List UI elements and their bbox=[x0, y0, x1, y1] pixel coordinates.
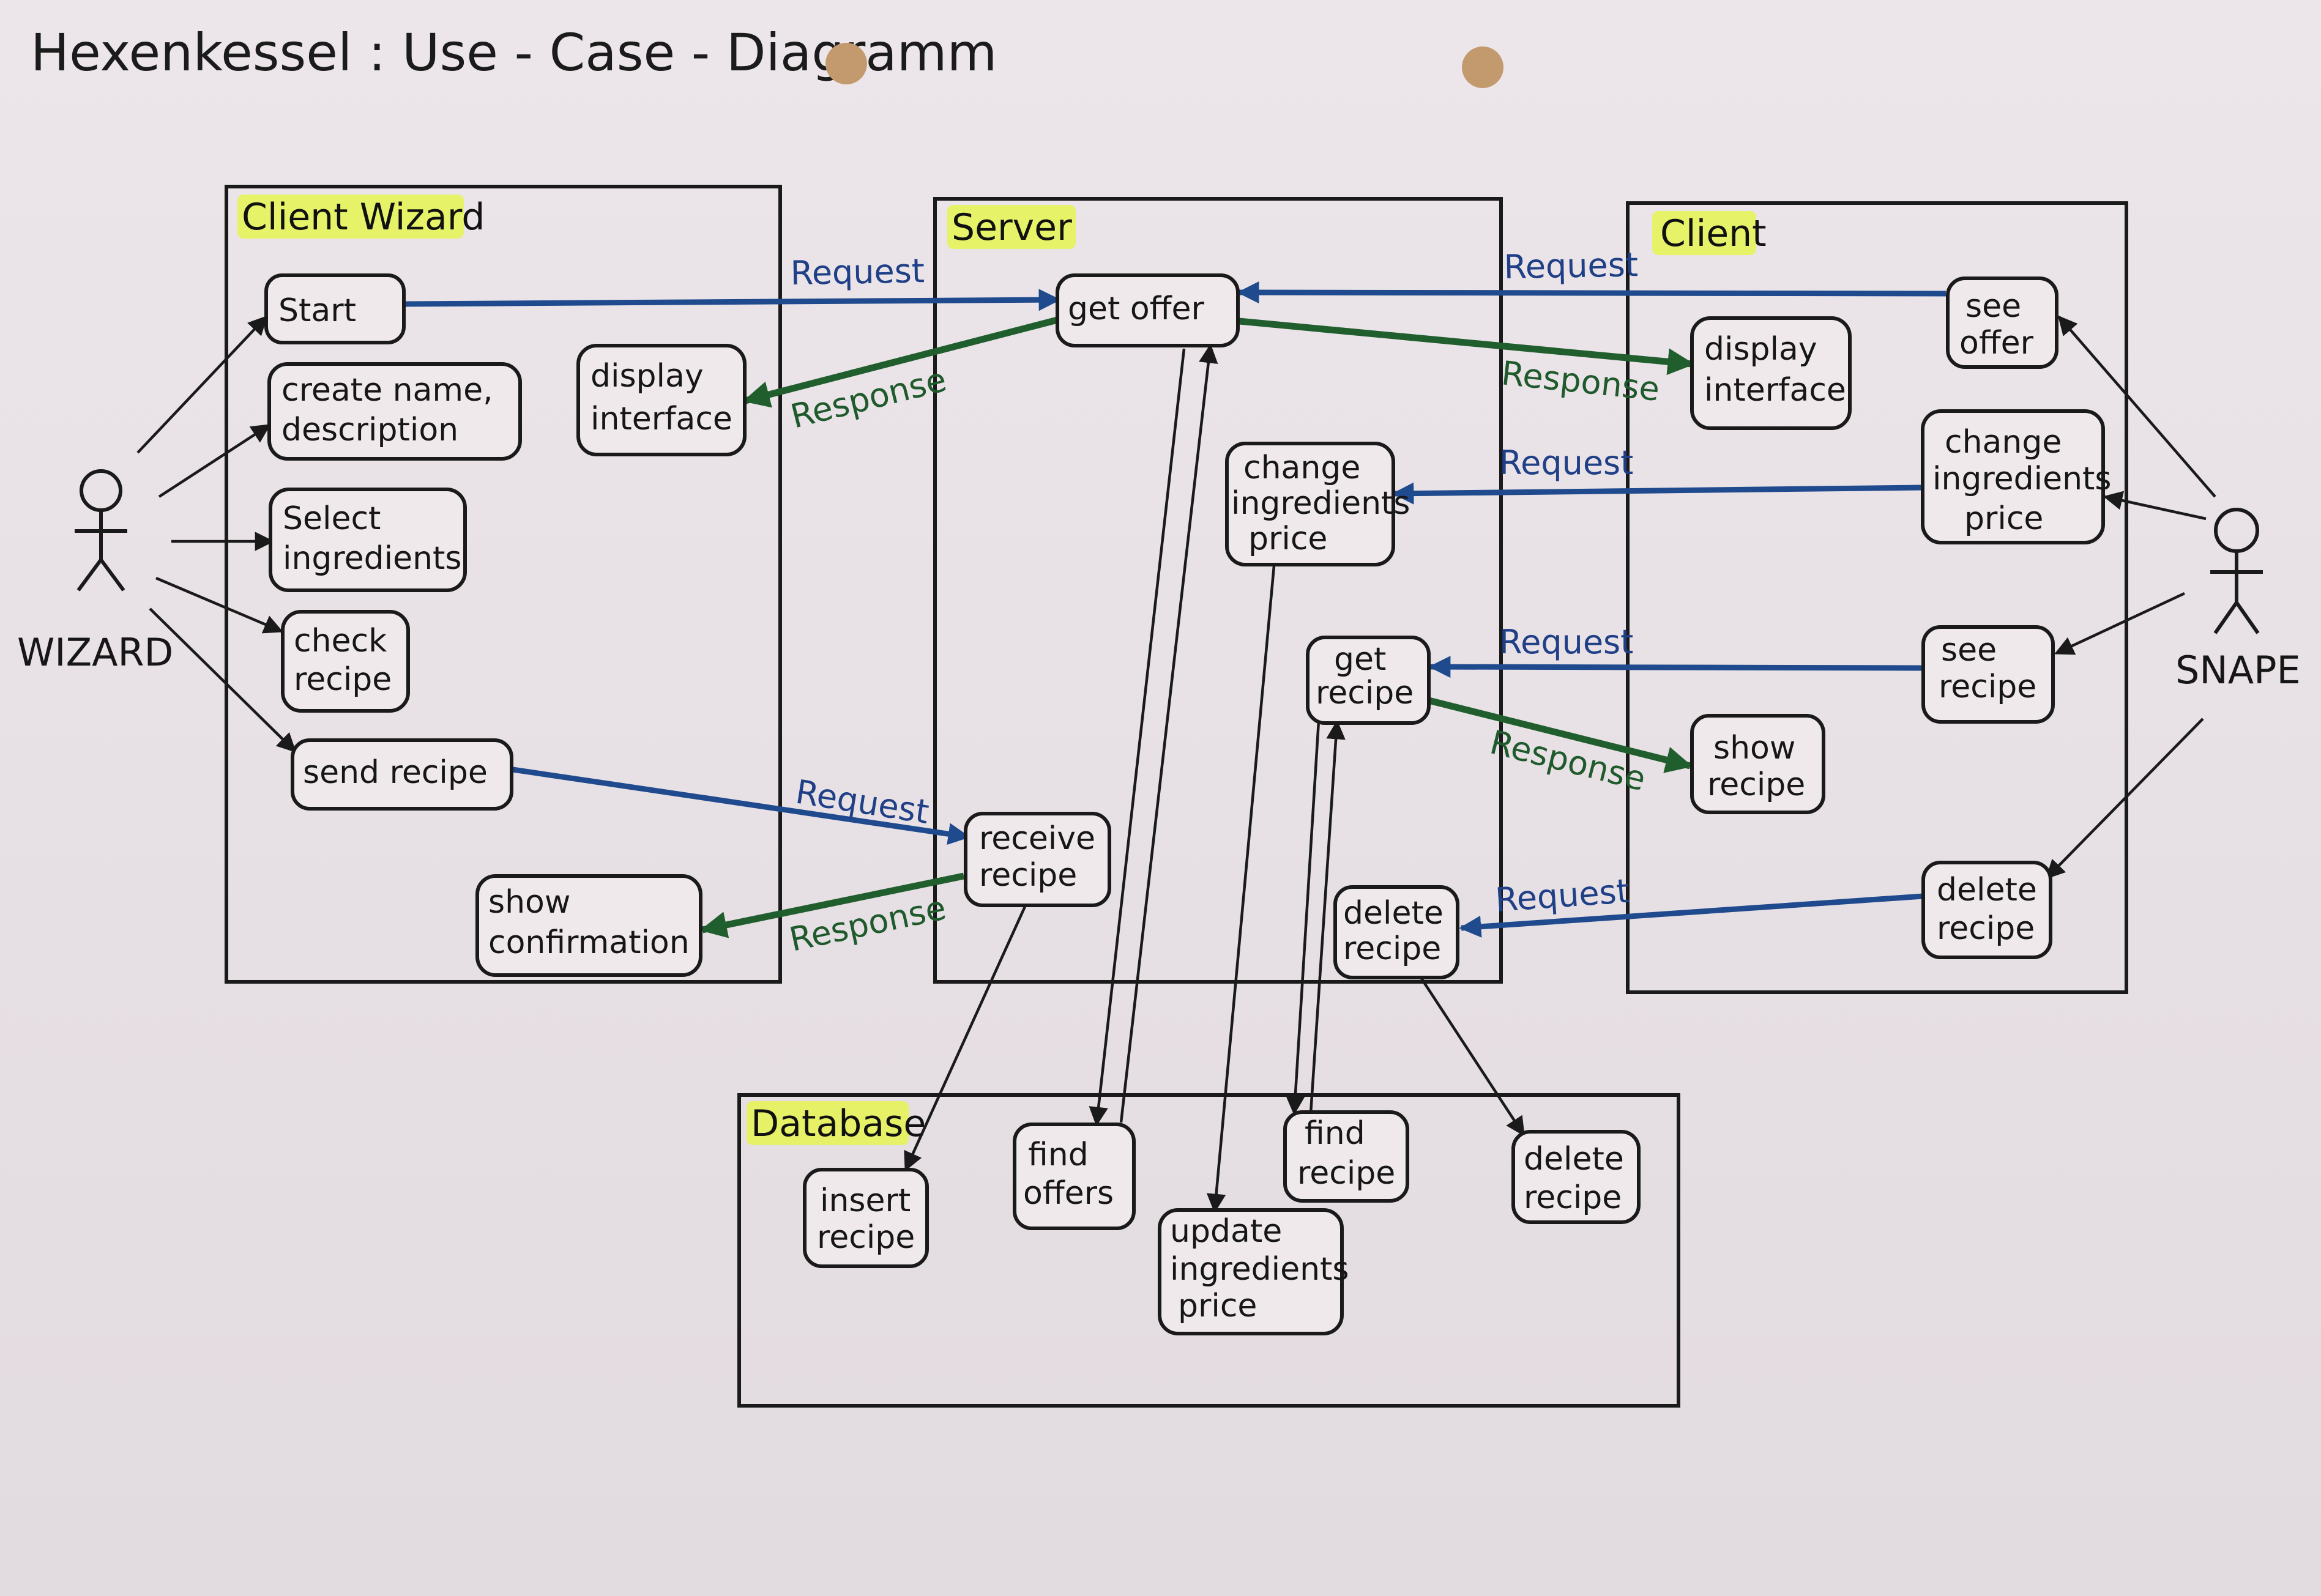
svg-text:recipe: recipe bbox=[1524, 1179, 1622, 1216]
svg-text:recipe: recipe bbox=[1297, 1155, 1395, 1192]
svg-text:offers: offers bbox=[1023, 1175, 1114, 1212]
use-case-find-offers: find offers bbox=[1013, 1123, 1136, 1230]
svg-text:send recipe: send recipe bbox=[303, 754, 488, 791]
svg-text:recipe: recipe bbox=[1937, 910, 2035, 947]
actor-snape-label: SNAPE bbox=[2175, 648, 2301, 692]
use-case-display-interface-wizard: display interface bbox=[576, 344, 747, 456]
use-case-show-confirmation: show confirmation bbox=[475, 874, 702, 977]
use-case-delete-recipe-client: delete recipe bbox=[1921, 861, 2052, 959]
svg-text:interface: interface bbox=[1704, 372, 1846, 409]
svg-text:delete: delete bbox=[1937, 872, 2037, 908]
svg-text:display: display bbox=[1704, 331, 1817, 368]
use-case-send-recipe: send recipe bbox=[291, 738, 513, 811]
label-request-see-offer: Request bbox=[1503, 245, 1638, 286]
svg-text:get: get bbox=[1334, 641, 1386, 678]
punch-hole-right bbox=[1462, 46, 1503, 88]
svg-text:check: check bbox=[294, 623, 387, 659]
svg-text:description: description bbox=[281, 412, 458, 448]
svg-text:recipe: recipe bbox=[979, 857, 1077, 894]
svg-text:price: price bbox=[1964, 500, 2043, 537]
svg-text:ingredients: ingredients bbox=[283, 540, 462, 577]
svg-text:find: find bbox=[1305, 1115, 1365, 1152]
use-case-change-ingredients-price-client: change ingredients price bbox=[1921, 409, 2112, 544]
label-request-delete-recipe: Request bbox=[1494, 872, 1631, 919]
snape-associations bbox=[2045, 315, 2216, 880]
use-case-see-recipe: see recipe bbox=[1921, 625, 2055, 724]
svg-text:change: change bbox=[1243, 450, 1360, 486]
svg-text:offer: offer bbox=[1959, 325, 2034, 362]
svg-text:price: price bbox=[1248, 521, 1327, 557]
system-client-wizard: Client Wizard bbox=[225, 185, 782, 984]
svg-text:delete: delete bbox=[1524, 1141, 1624, 1178]
use-case-display-interface-client: display interface bbox=[1690, 316, 1852, 430]
svg-text:see: see bbox=[1941, 632, 1997, 669]
svg-text:display: display bbox=[590, 358, 704, 395]
svg-text:receive: receive bbox=[979, 820, 1095, 857]
use-case-delete-recipe-db: delete recipe bbox=[1511, 1130, 1641, 1224]
svg-text:ingredients: ingredients bbox=[1932, 461, 2112, 497]
use-case-insert-recipe: insert recipe bbox=[803, 1168, 929, 1268]
client-title: Client bbox=[1660, 212, 1767, 255]
wizard-associations bbox=[136, 315, 297, 753]
system-database: Database bbox=[737, 1093, 1680, 1408]
use-case-see-offer: see offer bbox=[1946, 277, 2058, 369]
label-request-change-price: Request bbox=[1499, 444, 1633, 482]
client-wizard-title: Client Wizard bbox=[242, 196, 485, 239]
svg-text:recipe: recipe bbox=[1939, 669, 2036, 705]
svg-text:insert: insert bbox=[820, 1182, 911, 1219]
use-case-receive-recipe: receive recipe bbox=[964, 812, 1111, 907]
svg-text:change: change bbox=[1945, 424, 2062, 461]
system-client: Client bbox=[1626, 201, 2128, 994]
svg-text:recipe: recipe bbox=[1707, 766, 1805, 803]
message-labels: Request Response Request Response Reques… bbox=[786, 245, 1662, 959]
svg-text:create name,: create name, bbox=[281, 372, 493, 409]
svg-text:delete: delete bbox=[1343, 895, 1444, 932]
punch-hole-left bbox=[825, 43, 867, 84]
use-case-delete-recipe-server: delete recipe bbox=[1333, 885, 1459, 979]
svg-text:price: price bbox=[1178, 1288, 1257, 1324]
server-database-flows bbox=[904, 343, 1525, 1214]
message-flows bbox=[404, 281, 1947, 938]
use-case-get-recipe: get recipe bbox=[1306, 636, 1431, 725]
svg-text:Start: Start bbox=[278, 292, 356, 329]
svg-text:show: show bbox=[488, 884, 570, 921]
svg-text:ingredients: ingredients bbox=[1231, 485, 1410, 522]
svg-text:show: show bbox=[1713, 730, 1795, 766]
use-case-update-ingredients-price: update ingredients price bbox=[1158, 1208, 1349, 1335]
use-case-select-ingredients: Select ingredients bbox=[269, 488, 467, 592]
use-case-show-recipe: show recipe bbox=[1690, 714, 1825, 814]
actor-snape: SNAPE bbox=[2175, 508, 2301, 692]
svg-text:confirmation: confirmation bbox=[488, 924, 690, 961]
actor-wizard-label: WIZARD bbox=[17, 630, 173, 675]
use-case-change-ingredients-price-server: change ingredients price bbox=[1225, 442, 1410, 566]
svg-text:find: find bbox=[1028, 1137, 1089, 1173]
svg-text:interface: interface bbox=[590, 401, 732, 437]
system-server: Server bbox=[933, 197, 1503, 984]
use-case-check-recipe: check recipe bbox=[281, 610, 410, 713]
svg-text:recipe: recipe bbox=[1316, 675, 1414, 711]
use-case-find-recipe: find recipe bbox=[1283, 1110, 1409, 1203]
actor-wizard: WIZARD bbox=[17, 469, 173, 675]
svg-text:recipe: recipe bbox=[817, 1219, 915, 1256]
svg-text:recipe: recipe bbox=[1343, 930, 1441, 967]
svg-text:recipe: recipe bbox=[294, 661, 392, 698]
use-case-get-offer: get offer bbox=[1056, 273, 1240, 347]
label-request-start: Request bbox=[790, 251, 925, 292]
use-case-create-name-description: create name, description bbox=[267, 362, 522, 461]
server-title: Server bbox=[952, 206, 1072, 249]
svg-text:update: update bbox=[1170, 1213, 1282, 1250]
use-case-start: Start bbox=[264, 273, 406, 344]
svg-text:Select: Select bbox=[283, 500, 381, 537]
database-title: Database bbox=[751, 1102, 926, 1145]
svg-text:see: see bbox=[1965, 288, 2021, 325]
label-request-see-recipe: Request bbox=[1499, 623, 1633, 661]
svg-text:get offer: get offer bbox=[1068, 291, 1205, 327]
svg-text:ingredients: ingredients bbox=[1170, 1251, 1349, 1288]
